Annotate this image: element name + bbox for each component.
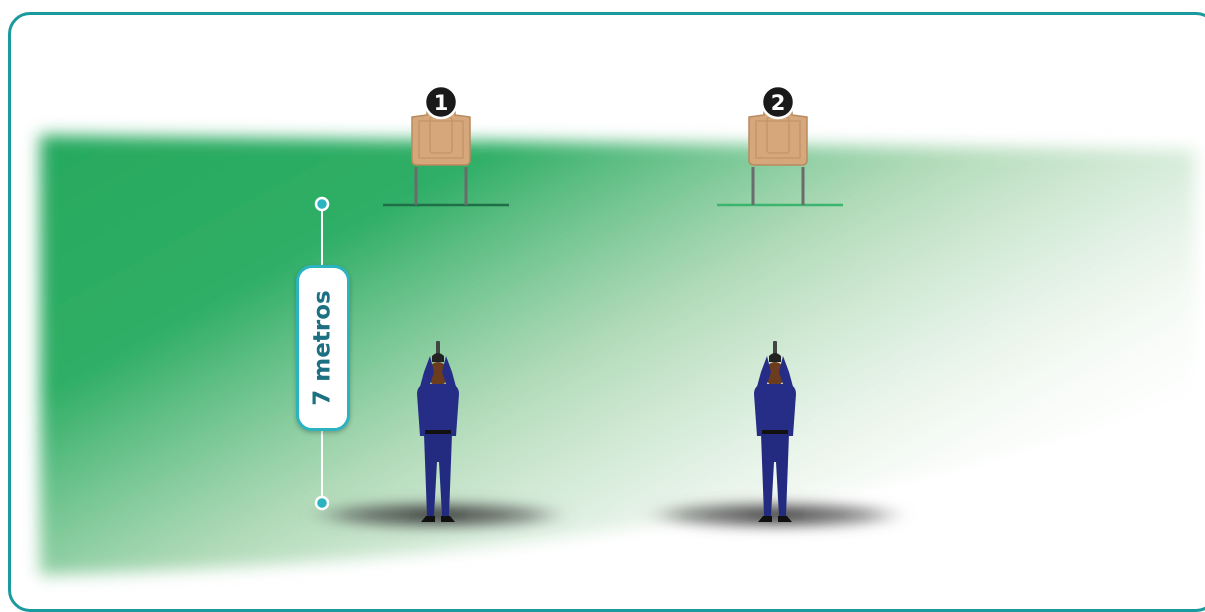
measure-end-dot (316, 497, 328, 509)
shooter-2-shadow (641, 500, 911, 530)
range-diagram: 1 2 (0, 0, 1205, 595)
shooter-1-shadow (303, 500, 573, 530)
distance-label: 7 metros (296, 265, 350, 431)
target-1-number: 1 (434, 91, 449, 115)
distance-label-text: 7 metros (310, 290, 336, 405)
target-2-number: 2 (771, 91, 786, 115)
target-2-number-badge: 2 (762, 86, 794, 118)
target-1-number-badge: 1 (425, 86, 457, 118)
range-ground (40, 135, 1195, 575)
measure-start-dot (316, 198, 328, 210)
